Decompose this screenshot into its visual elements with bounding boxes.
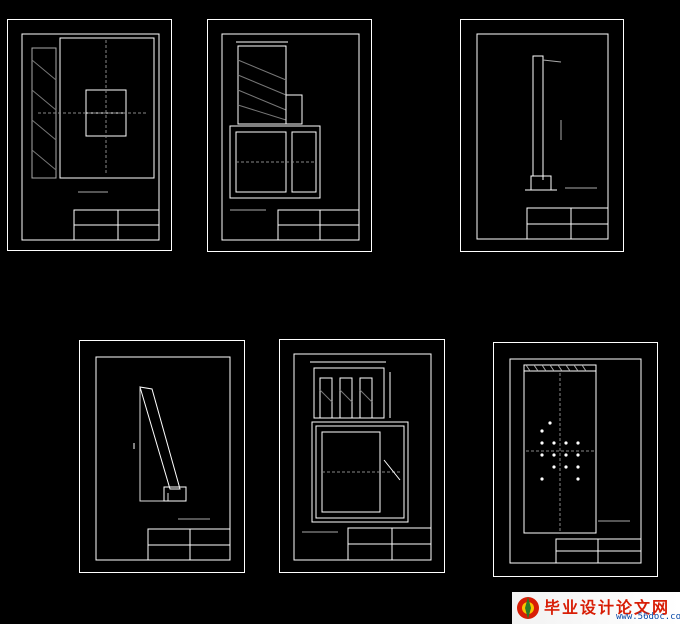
sheet-2-graphics [221, 33, 360, 241]
drawing-sheet-5[interactable] [279, 339, 445, 573]
watermark-url[interactable]: www.56doc.com [616, 612, 680, 622]
drawing-sheet-6[interactable] [493, 342, 658, 577]
sheet-1-graphics [21, 33, 160, 241]
drawing-sheet-2[interactable] [207, 19, 372, 252]
logo-icon [517, 597, 539, 619]
sheet-5-graphics [293, 353, 432, 561]
sheet-4-graphics [95, 356, 231, 561]
sheet-3-graphics [476, 33, 609, 240]
drawing-sheet-3[interactable] [460, 19, 624, 252]
drawing-sheet-4[interactable] [79, 340, 245, 573]
anchor-points [540, 421, 580, 481]
sheet-6-graphics [509, 358, 642, 564]
drawing-sheet-1[interactable] [7, 19, 172, 251]
watermark-title: 毕业设计论文网 [544, 598, 671, 617]
site-watermark[interactable]: 毕业设计论文网 www.56doc.com [512, 592, 680, 624]
